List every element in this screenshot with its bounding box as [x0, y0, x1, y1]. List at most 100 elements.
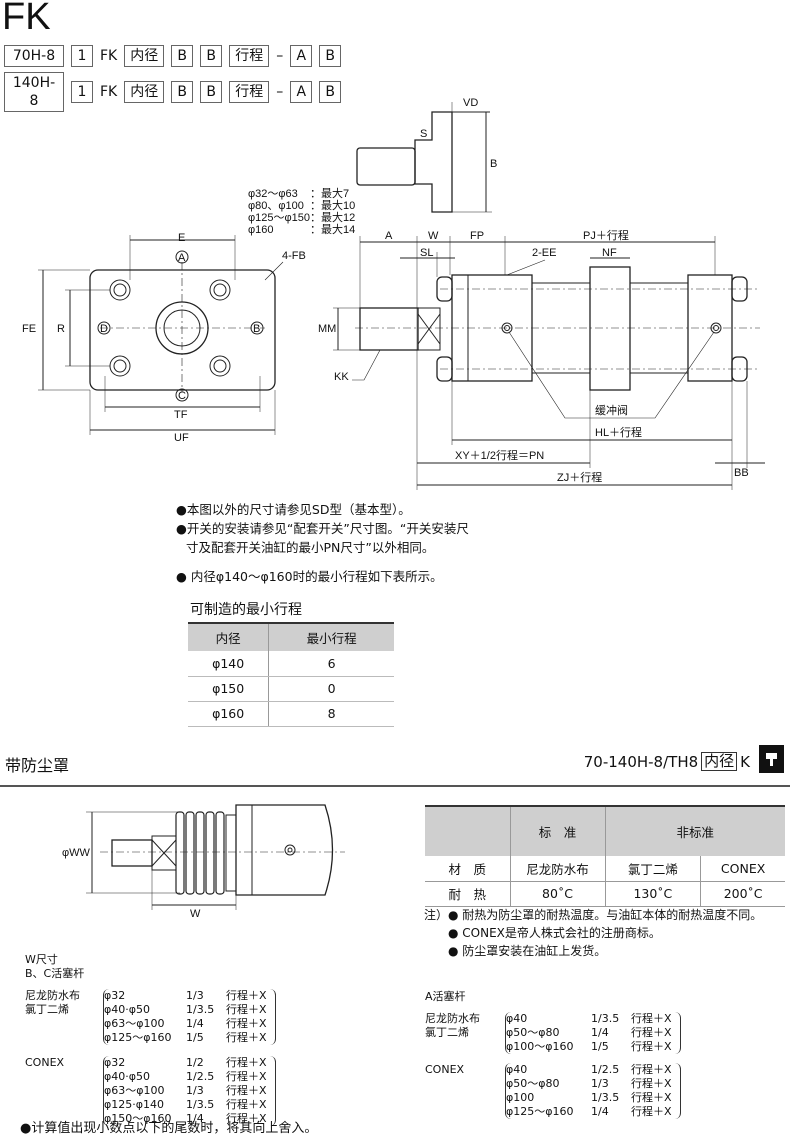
cell: 80˚C [509, 881, 605, 907]
code-box: B [319, 81, 342, 103]
cylinder-drawing: E A B C D FE R TF UF 4-FB φ32～φ63 ：最大7 φ… [22, 97, 765, 490]
cell: 行程＋X [631, 1105, 672, 1118]
dim-MM: MM [318, 323, 336, 335]
code-suffix: K [740, 752, 750, 771]
cell: 行程＋X [226, 1031, 267, 1044]
cell: 1/3.5 [186, 1098, 215, 1111]
cell: 1/4 [591, 1026, 609, 1039]
note: 寸及配套开关油缸的最小PN尺寸”以外相同。 [186, 540, 435, 555]
col-header [425, 805, 510, 856]
cell: φ40 [506, 1063, 528, 1076]
dim-W: W [428, 230, 439, 242]
dim-NF: NF [602, 247, 617, 259]
cushion-valve-label: 缓冲阀 [595, 403, 628, 417]
cell: 行程＋X [226, 1056, 267, 1069]
fb-bore: φ32～φ63 [248, 188, 298, 200]
fb-value: ：最大14 [310, 222, 355, 236]
cell: φ100 [506, 1091, 535, 1104]
cell: 1/5 [186, 1031, 204, 1044]
dim-E: E [178, 232, 185, 244]
dim-PJ: PJ＋行程 [583, 229, 629, 242]
dim-XY: XY＋1/2行程＝PN [455, 449, 544, 462]
cell: 8 [268, 701, 394, 727]
cell: φ125～φ160 [104, 1031, 172, 1044]
cell: 200˚C [700, 881, 785, 907]
dim-BB: BB [734, 467, 749, 479]
cell: φ40·φ50 [104, 1070, 151, 1083]
code-box: 1 [71, 45, 93, 67]
cell: 行程＋X [631, 1026, 672, 1039]
cell: φ63～φ100 [104, 1017, 165, 1030]
cell: 1/3 [186, 989, 204, 1002]
dim-SL: SL [420, 247, 433, 259]
dim-2-EE: 2-EE [532, 247, 556, 259]
list-title: W尺寸 [25, 953, 58, 966]
col-header: 最小行程 [268, 622, 394, 651]
code-box: B [200, 45, 223, 67]
code-text: – [276, 48, 284, 64]
code: 70-140H-8/TH8 [583, 752, 699, 771]
note: ● 内径φ140～φ160时的最小行程如下表所示。 [176, 569, 443, 584]
list-title: A活塞杆 [425, 990, 466, 1003]
cell: 行程＋X [226, 989, 267, 1002]
side-D-label: D [100, 323, 108, 335]
cell: 耐 热 [425, 881, 510, 907]
cell: 1/3.5 [591, 1091, 620, 1104]
fb-bore: φ125～φ150 [248, 212, 310, 224]
code-box: B [171, 81, 194, 103]
dust-cover-drawing: φWW W [62, 804, 345, 920]
material-label: CONEX [425, 1063, 465, 1076]
cell: 尼龙防水布 [509, 856, 605, 882]
cell: φ40·φ50 [104, 1003, 151, 1016]
series-box: 140H-8 [4, 72, 64, 112]
note: ●开关的安装请参见“配套开关”尺寸图。“开关安装尺 [176, 521, 469, 536]
cell: φ50～φ80 [506, 1077, 560, 1090]
dim-W: W [190, 908, 201, 920]
cell: 1/2 [186, 1056, 204, 1069]
dim-WW: φWW [62, 847, 91, 859]
code-box: B [171, 45, 194, 67]
cell: 行程＋X [226, 1003, 267, 1016]
cell: 行程＋X [631, 1040, 672, 1053]
fb-bore: φ80、φ100 [248, 200, 304, 212]
cell: 行程＋X [226, 1112, 267, 1125]
dim-FP: FP [470, 230, 484, 242]
code-box: B [200, 81, 223, 103]
side-A-label: A [178, 252, 186, 264]
code-box: A [290, 81, 313, 103]
cell: φ125·φ140 [104, 1098, 165, 1111]
divider [0, 785, 790, 787]
a-rod-list: A活塞杆 尼龙防水布氯丁二烯 φ40 1/3.5 行程＋X φ50～φ80 1/4 行程＋… [425, 990, 689, 1123]
cell: 130˚C [604, 881, 701, 907]
col-header: 标 准 [509, 805, 605, 856]
cell: φ32 [104, 989, 126, 1002]
dim-4-FB: 4-FB [282, 250, 306, 262]
cell: 1/2.5 [591, 1063, 620, 1076]
cell: 1/4 [591, 1105, 609, 1118]
material-label: 尼龙防水布 [425, 1012, 480, 1025]
code-box: 行程 [229, 45, 270, 67]
model-code-row: 140H-8 1 FK 内径 B B 行程 – A B [4, 72, 342, 112]
code-box: 内径 [701, 752, 738, 771]
material-label: 氯丁二烯 [425, 1026, 469, 1039]
note: ● 防尘罩安装在油缸上发货。 [448, 944, 607, 958]
material-label: CONEX [25, 1056, 65, 1069]
dust-notes: 注）● 耐热为防尘罩的耐热温度。与油缸本体的耐热温度不同。 ● CONEX是帝人… [424, 906, 762, 960]
code-box: B [319, 45, 342, 67]
cell: φ125～φ160 [506, 1105, 574, 1118]
min-stroke-title: 可制造的最小行程 [190, 602, 302, 618]
material-label: 尼龙防水布 [25, 989, 80, 1002]
dim-TF: TF [174, 409, 188, 421]
cell: 1/3.5 [186, 1003, 215, 1016]
cell: 1/3.5 [591, 1012, 620, 1025]
page-title: FK [2, 0, 51, 38]
cell: φ150～φ160 [104, 1112, 172, 1125]
